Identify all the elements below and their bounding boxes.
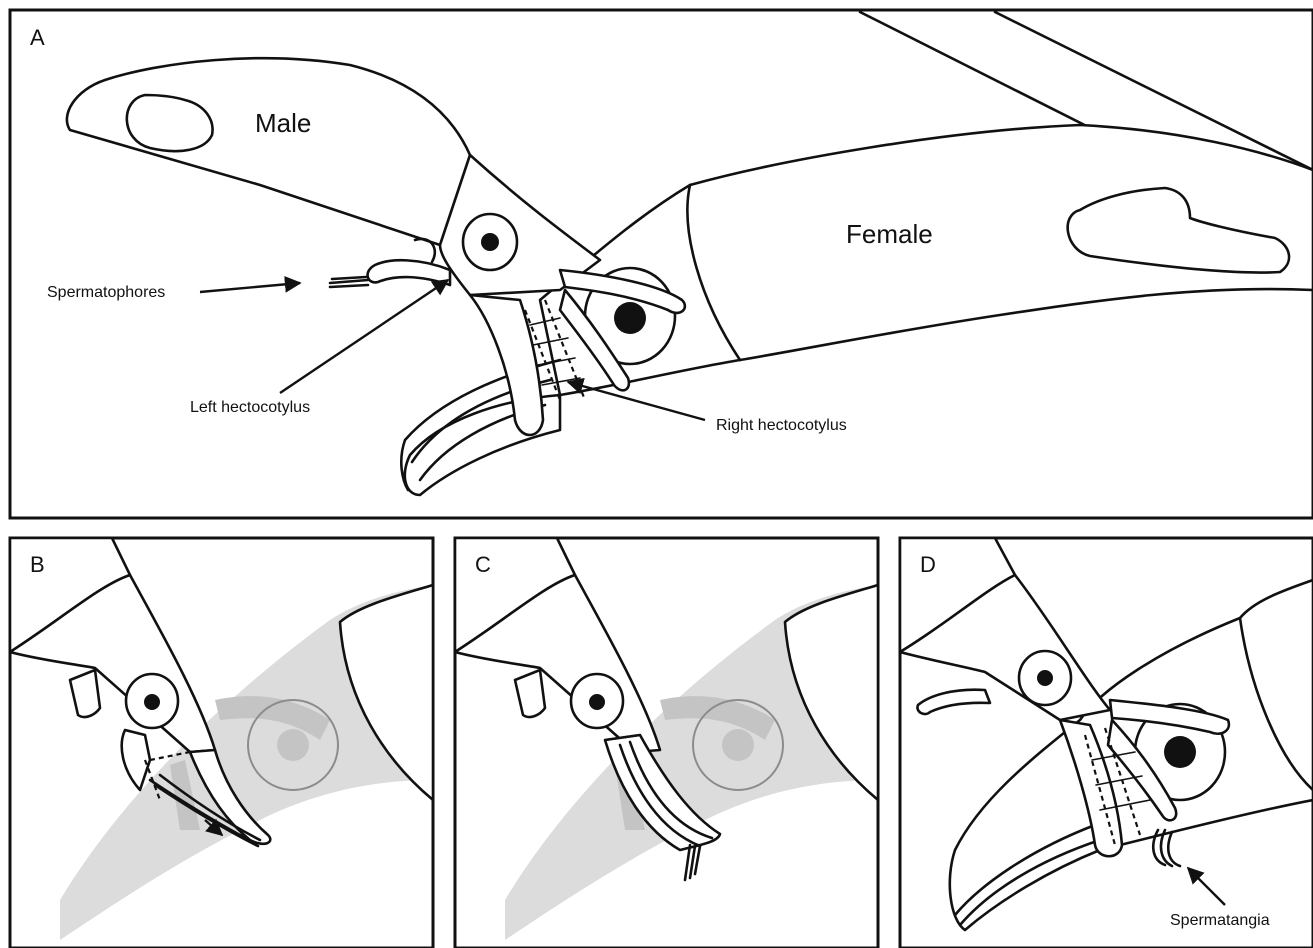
panel-b-letter: B [30, 552, 45, 577]
panel-c: C [455, 538, 878, 948]
right-hectocotylus-label: Right hectocotylus [716, 417, 847, 434]
panel-a: A Male Female Spermatophores Left hectoc… [10, 10, 1313, 518]
spermatophores-label: Spermatophores [47, 284, 165, 301]
panel-d-letter: D [920, 552, 936, 577]
left-hectocotylus-label: Left hectocotylus [190, 399, 310, 416]
ghost-eye [722, 729, 754, 761]
panel-a-letter: A [30, 25, 45, 50]
ghost-eye [277, 729, 309, 761]
male-label: Male [255, 108, 311, 138]
panel-b: B [10, 538, 433, 948]
panel-d: D Spermatangia [900, 538, 1313, 948]
spermatangia-label: Spermatangia [1170, 912, 1270, 929]
female-label: Female [846, 219, 933, 249]
panel-c-letter: C [475, 552, 491, 577]
